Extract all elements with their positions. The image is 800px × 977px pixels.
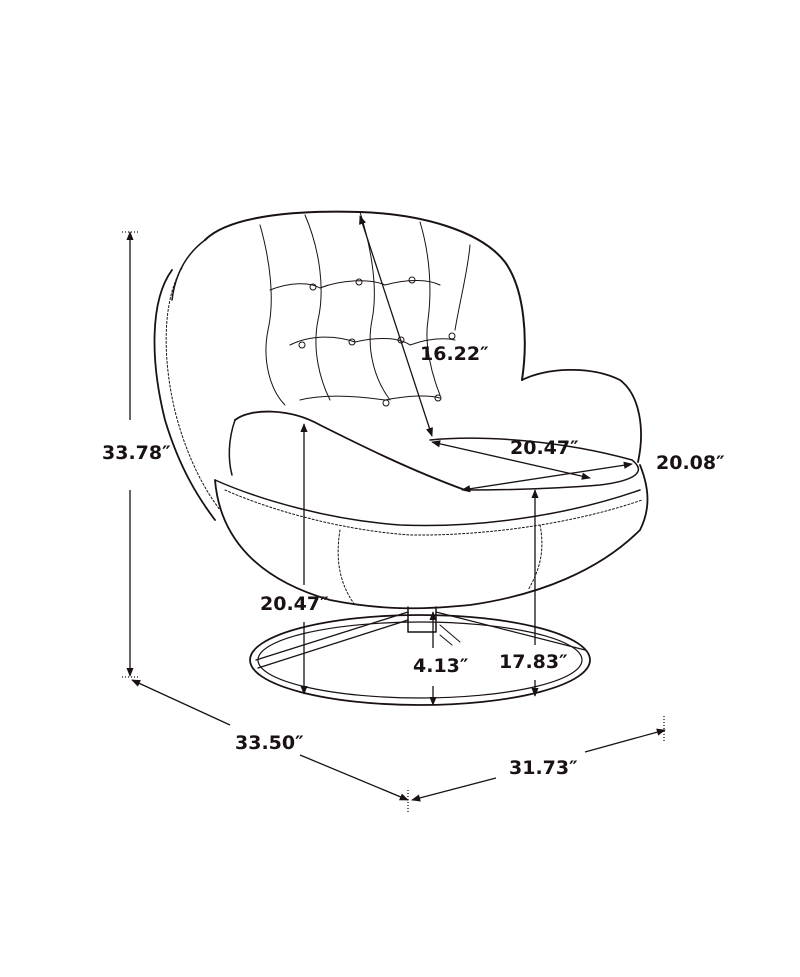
- seat-width-label: 20.08″: [656, 452, 725, 474]
- backrest-outline: [204, 210, 526, 381]
- seat-height-label: 17.83″: [499, 651, 568, 673]
- seat-depth-label: 20.47″: [510, 437, 579, 459]
- overall-height-label: 33.78″: [102, 442, 171, 464]
- left-shell: [153, 269, 216, 521]
- backrest-height-label: 16.22″: [420, 343, 489, 365]
- arm-height-label: 20.47″: [260, 593, 329, 615]
- overall-width-label: 31.73″: [509, 757, 578, 779]
- tufting-lines: [259, 211, 471, 406]
- left-armrest: [234, 410, 466, 491]
- base-ring: [249, 614, 591, 706]
- dimension-lines: [122, 215, 666, 814]
- tufting-buttons: [298, 276, 456, 407]
- overall-depth-label: 33.50″: [235, 732, 304, 754]
- lower-shell: [214, 464, 649, 610]
- right-armrest: [521, 368, 642, 463]
- base-stem: [407, 606, 437, 633]
- base-height-label: 4.13″: [413, 655, 469, 677]
